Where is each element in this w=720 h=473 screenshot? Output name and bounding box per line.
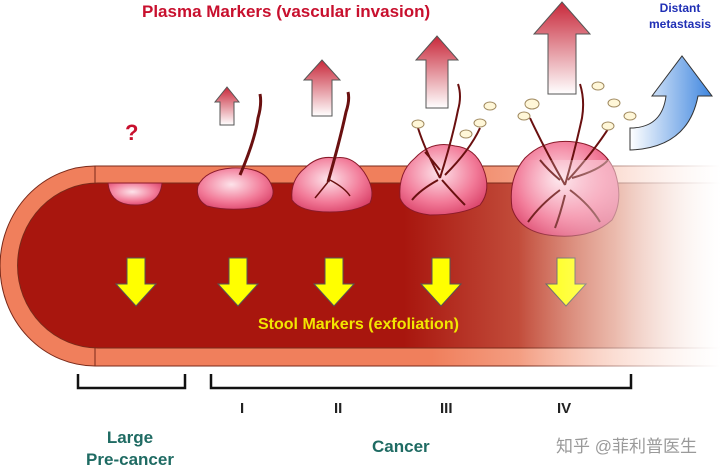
tumor-stage-3-node	[411, 119, 425, 129]
tumor-stage-4-node	[623, 111, 637, 121]
precancer-line-2: Pre-cancer	[86, 450, 174, 469]
plasma-arrow-stage-4	[532, 1, 592, 95]
precancer-line-1: Large	[106, 428, 154, 447]
tumor-stage-3-node	[459, 129, 473, 139]
tumor-stage-4-node	[517, 111, 531, 121]
stage-label-4: IV	[557, 400, 572, 417]
tumor-stage-3-node	[473, 118, 487, 128]
cancer-bracket	[209, 374, 633, 390]
tumor-stage-4-node	[607, 98, 621, 108]
distant-metastasis-label: Distant metastasis	[640, 0, 720, 32]
plasma-arrow-stage-1	[213, 86, 241, 126]
watermark: 知乎 @菲利普医生	[556, 437, 697, 456]
tube-fade	[0, 160, 720, 370]
large-precancer-label: Large Pre-cancer	[70, 427, 190, 471]
precancer-bracket	[76, 374, 187, 390]
distant-metastasis-arrow	[629, 55, 713, 151]
plasma-arrows	[213, 1, 592, 126]
tumor-stage-4-node	[601, 121, 615, 131]
tumor-stage-4-node	[524, 98, 540, 110]
plasma-arrow-stage-3	[414, 35, 460, 109]
distant-line-1: Distant	[659, 1, 701, 15]
plasma-markers-title: Plasma Markers (vascular invasion)	[142, 2, 431, 21]
question-mark: ?	[125, 120, 139, 145]
tumor-stage-2-vessel	[326, 91, 351, 183]
stage-label-3: III	[440, 400, 453, 417]
stage-label-2: II	[334, 400, 343, 417]
distant-line-2: metastasis	[648, 17, 712, 31]
tumor-stage-3-node	[483, 101, 497, 111]
stage-label-1: I	[240, 400, 245, 417]
tumor-stage-1-vessel	[238, 93, 263, 176]
plasma-arrow-stage-2	[302, 59, 342, 117]
tumor-stage-4-node	[591, 81, 605, 91]
cancer-label: Cancer	[372, 437, 430, 456]
stool-markers-title: Stool Markers (exfoliation)	[258, 316, 459, 333]
